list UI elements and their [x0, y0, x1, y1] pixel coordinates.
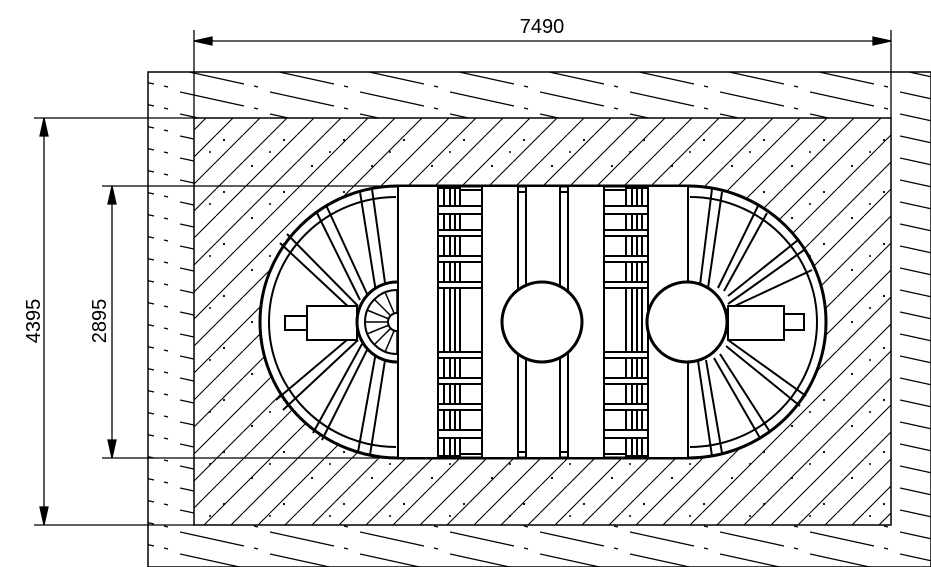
tank-width-label: 2895: [89, 299, 111, 344]
dimension-excavation-width: [34, 117, 194, 526]
excavation-width-label: 4395: [23, 299, 45, 344]
right-manhole: [645, 280, 729, 364]
left-pipe: [284, 305, 358, 341]
dimension-overall-width: [193, 30, 892, 118]
dimension-tank-width: [102, 185, 398, 459]
backfill-outline: [193, 117, 892, 526]
center-manhole: [500, 280, 584, 364]
overall-width-label: 7490: [520, 16, 565, 38]
soil-zone-outline: [147, 71, 931, 567]
corrugation-bars: [437, 205, 649, 439]
tank: [258, 184, 828, 460]
right-pipe: [727, 305, 805, 341]
